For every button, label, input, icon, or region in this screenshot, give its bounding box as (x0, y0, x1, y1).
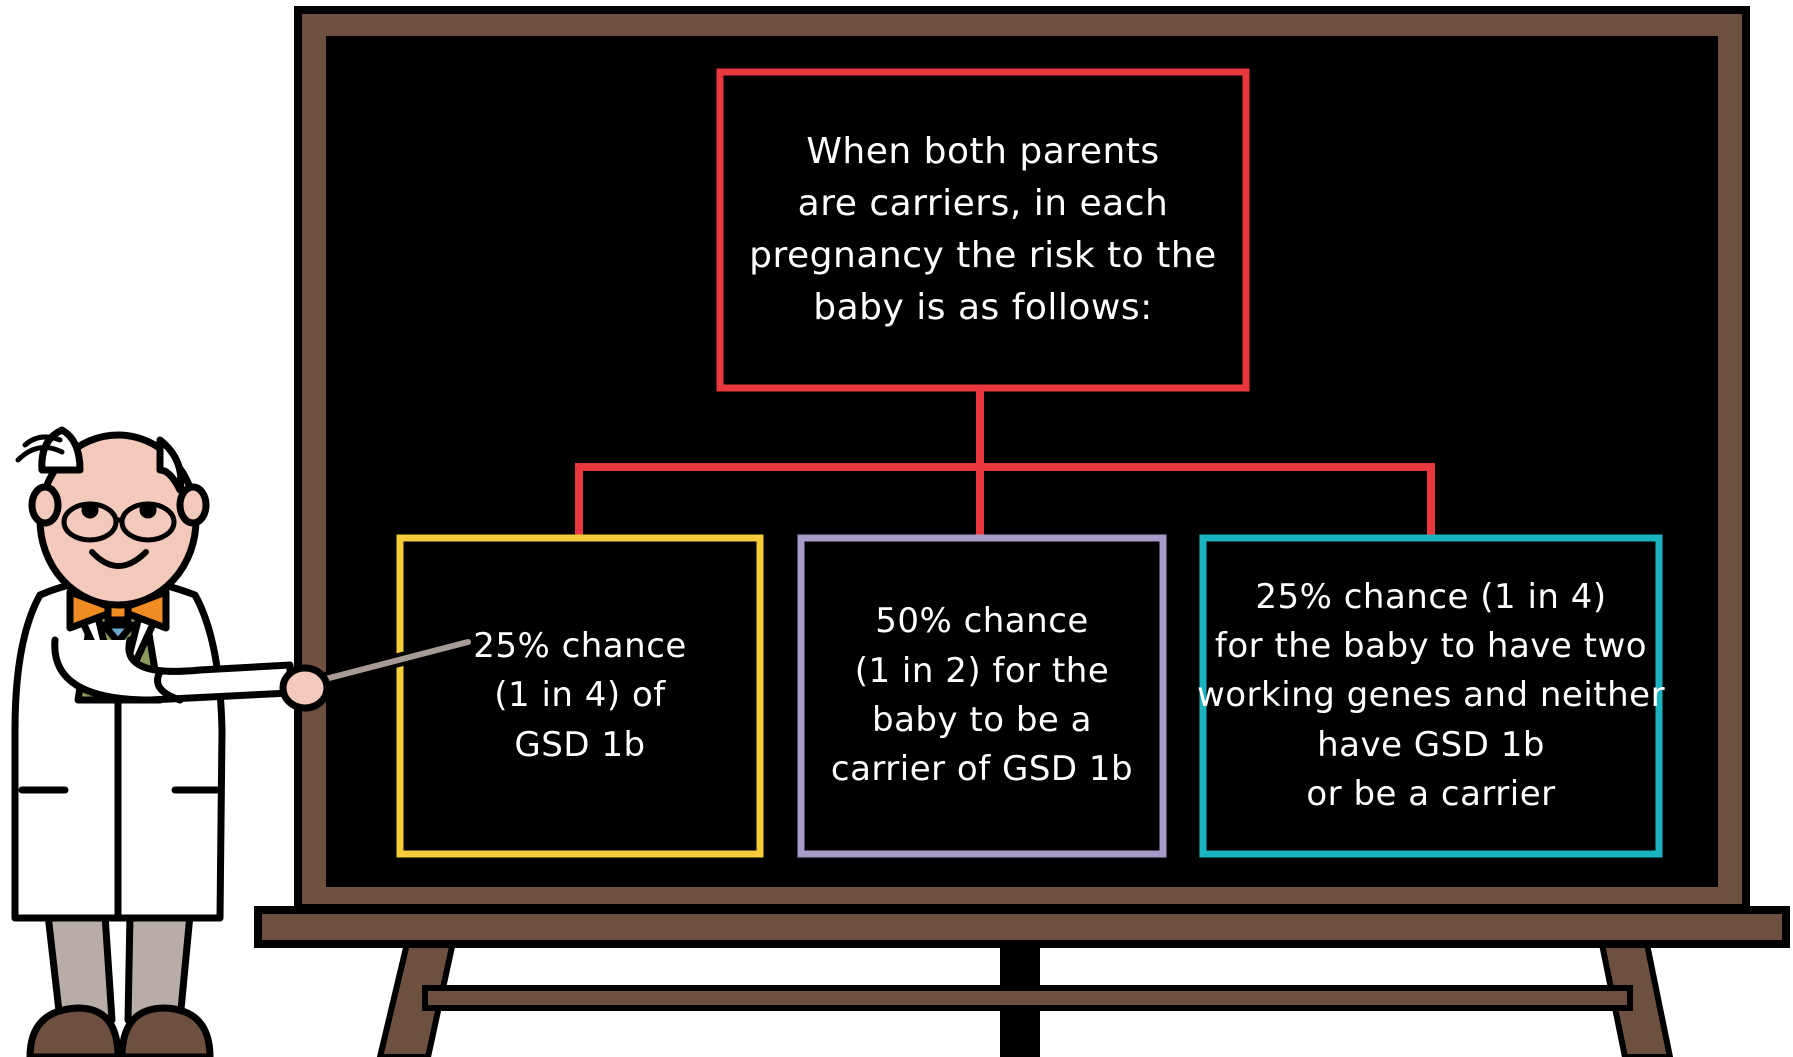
outcome-right-line-1: 25% chance (1 in 4) (1255, 573, 1606, 622)
outcome-box-middle: 50% chance (1 in 2) for the baby to be a… (801, 538, 1163, 854)
top-box-line-3: pregnancy the risk to the (749, 230, 1217, 282)
outcome-middle-line-2: (1 in 2) for the (855, 647, 1110, 696)
outcome-right-line-2: for the baby to have two (1215, 622, 1647, 671)
top-box-line-1: When both parents (806, 126, 1159, 178)
outcome-box-right: 25% chance (1 in 4) for the baby to have… (1203, 538, 1659, 854)
top-box-line-4: baby is as follows: (813, 282, 1153, 334)
outcome-right-line-4: have GSD 1b (1317, 721, 1545, 770)
outcome-left-line-1: 25% chance (473, 622, 687, 671)
outcome-middle-line-4: carrier of GSD 1b (831, 745, 1133, 794)
outcome-right-line-3: working genes and neither (1197, 671, 1665, 720)
outcome-left-line-3: GSD 1b (514, 721, 645, 770)
outcome-middle-line-1: 50% chance (875, 597, 1089, 646)
outcome-middle-line-3: baby to be a (872, 696, 1092, 745)
outcome-right-line-5: or be a carrier (1306, 770, 1555, 819)
top-box-line-2: are carriers, in each (798, 178, 1169, 230)
outcome-box-left: 25% chance (1 in 4) of GSD 1b (400, 538, 760, 854)
outcome-left-line-2: (1 in 4) of (494, 671, 665, 720)
top-box: When both parents are carriers, in each … (720, 72, 1246, 388)
